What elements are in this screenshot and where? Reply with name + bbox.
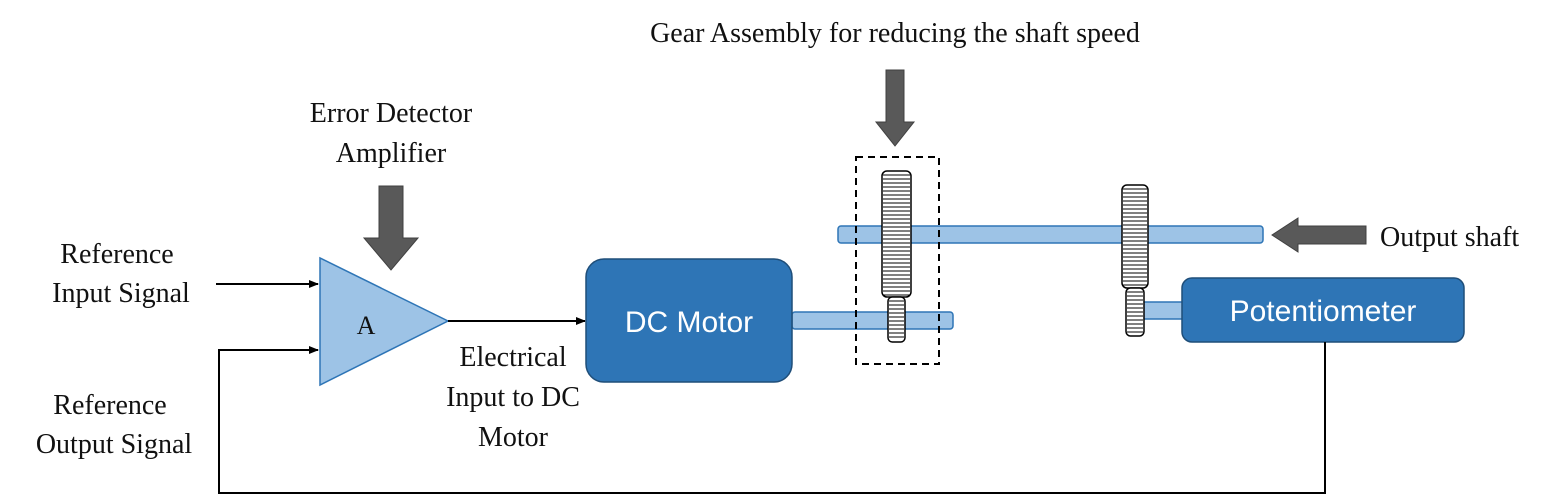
motor-shaft [791, 311, 954, 330]
amplifier-pointer-arrow [362, 185, 420, 271]
potentiometer-label: Potentiometer [1230, 295, 1417, 328]
amplifier-symbol: A [357, 311, 376, 340]
reference-output-label-1: Reference [53, 390, 166, 421]
potentiometer-block [1181, 277, 1465, 343]
reference-input-label-2: Input Signal [52, 278, 190, 309]
gear-body [881, 170, 912, 298]
large-gear [881, 170, 912, 298]
output-gear [1121, 184, 1149, 289]
electrical-input-label-2: Input to DC [446, 382, 580, 413]
dc-motor-label: DC Motor [625, 306, 753, 339]
electrical-input-label-1: Electrical [459, 342, 566, 373]
error-detector-label: Error Detector [310, 98, 473, 129]
gear-body [887, 296, 906, 343]
reference-output-label-2: Output Signal [36, 429, 193, 460]
reference-input-label-1: Reference [60, 239, 173, 270]
amplifier-label: Amplifier [336, 138, 447, 169]
small-gear [887, 296, 906, 343]
output-shaft [837, 225, 1264, 244]
feedback-loop-line [218, 342, 1326, 494]
gear-assembly-box [855, 156, 940, 365]
potentiometer-gear [1125, 287, 1145, 337]
gear-assembly-pointer-arrow [874, 69, 916, 147]
potentiometer-shaft [1139, 301, 1185, 320]
electrical-input-label-3: Motor [478, 422, 549, 453]
output-shaft-pointer-arrow [1271, 217, 1367, 253]
amplifier-triangle [319, 256, 450, 387]
gear-assembly-label: Gear Assembly for reducing the shaft spe… [650, 18, 1140, 49]
dc-motor-block [585, 258, 793, 383]
output-shaft-label: Output shaft [1380, 222, 1519, 253]
